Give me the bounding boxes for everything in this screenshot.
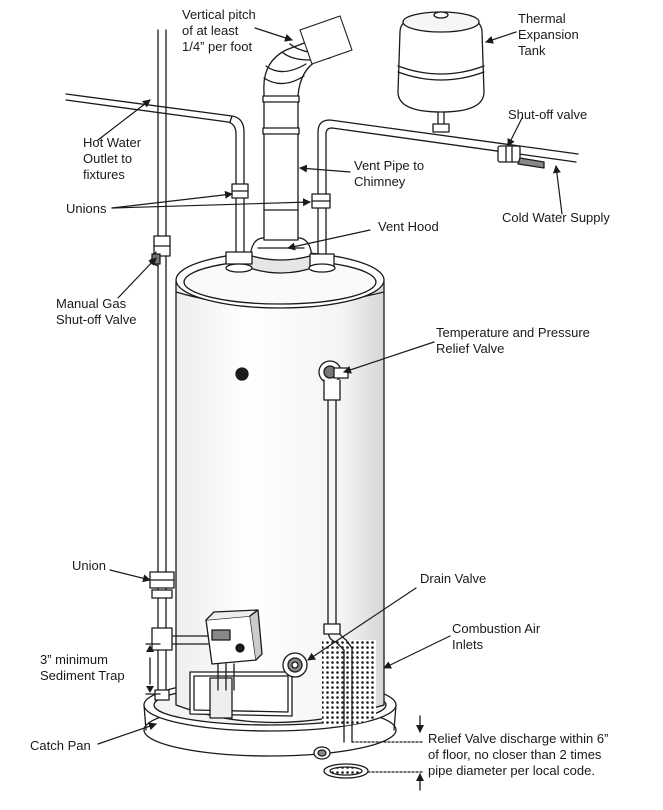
label-unions: Unions <box>66 201 106 217</box>
label-line: Expansion <box>518 27 579 42</box>
label-shut-off-valve: Shut-off valve <box>508 107 587 123</box>
label-sediment-trap: 3” minimum Sediment Trap <box>40 652 125 684</box>
tp-relief-valve <box>318 360 349 401</box>
label-line: Relief Valve <box>436 341 505 356</box>
label-tp-relief-valve: Temperature and Pressure Relief Valve <box>436 325 590 357</box>
label-line: Inlets <box>452 637 484 652</box>
label-line: Vent Hood <box>378 219 439 234</box>
label-catch-pan: Catch Pan <box>30 738 91 754</box>
label-line: Cold Water Supply <box>502 210 610 225</box>
vent-hood <box>243 209 319 274</box>
leader-lines <box>97 27 563 745</box>
label-union: Union <box>72 558 106 574</box>
label-line: Unions <box>66 201 107 216</box>
label-line: Temperature and Pressure <box>436 325 590 340</box>
label-line: Relief Valve discharge within 6” <box>428 731 609 746</box>
label-line: Combustion Air <box>452 621 541 636</box>
label-combustion-air-inlets: Combustion Air Inlets <box>452 621 540 653</box>
label-line: Vent Pipe to <box>354 158 425 173</box>
vent-pipe <box>262 15 353 211</box>
label-vent-pipe: Vent Pipe to Chimney <box>354 158 424 190</box>
label-line: Outlet to <box>83 151 133 166</box>
label-line: Catch Pan <box>30 738 91 753</box>
sediment-trap-dimension <box>145 643 161 695</box>
label-hot-water-outlet: Hot Water Outlet to fixtures <box>83 135 141 183</box>
label-line: Tank <box>518 43 546 58</box>
water-heater-tank <box>175 251 385 727</box>
label-line: Chimney <box>354 174 406 189</box>
label-cold-water-supply: Cold Water Supply <box>502 210 610 226</box>
pan-drain-fitting <box>313 746 331 760</box>
discharge-height-arrows <box>351 715 425 791</box>
label-drain-valve: Drain Valve <box>420 571 486 587</box>
label-line: Shut-off Valve <box>56 312 137 327</box>
label-line: Sediment Trap <box>40 668 125 683</box>
label-line: Thermal <box>518 11 566 26</box>
thermal-expansion-tank <box>397 11 485 133</box>
hot-water-outlet-pipe <box>65 93 253 273</box>
floor-drain <box>323 763 369 779</box>
label-line: pipe diameter per local code. <box>428 763 595 778</box>
label-line: 3” minimum <box>40 652 108 667</box>
label-vertical-pitch: Vertical pitch of at least 1/4” per foot <box>182 7 256 55</box>
cold-water-supply-pipe <box>308 119 579 273</box>
label-line: fixtures <box>83 167 125 182</box>
gas-control-valve <box>205 609 263 691</box>
label-line: Union <box>72 558 106 573</box>
label-line: of floor, no closer than 2 times <box>428 747 602 762</box>
label-line: Hot Water <box>83 135 142 150</box>
gas-supply-pipe <box>149 29 209 701</box>
label-line: of at least <box>182 23 239 38</box>
label-thermal-expansion-tank: Thermal Expansion Tank <box>518 11 579 59</box>
label-line: Drain Valve <box>420 571 487 586</box>
label-line: Shut-off valve <box>508 107 588 122</box>
drain-valve <box>282 652 308 678</box>
label-line: 1/4” per foot <box>182 39 253 54</box>
label-relief-discharge: Relief Valve discharge within 6” of floo… <box>428 731 608 779</box>
label-line: Manual Gas <box>56 296 127 311</box>
label-line: Vertical pitch <box>182 7 256 22</box>
label-manual-gas-shutoff: Manual Gas Shut-off Valve <box>56 296 136 328</box>
label-vent-hood: Vent Hood <box>378 219 439 235</box>
shut-off-valve <box>497 145 545 169</box>
